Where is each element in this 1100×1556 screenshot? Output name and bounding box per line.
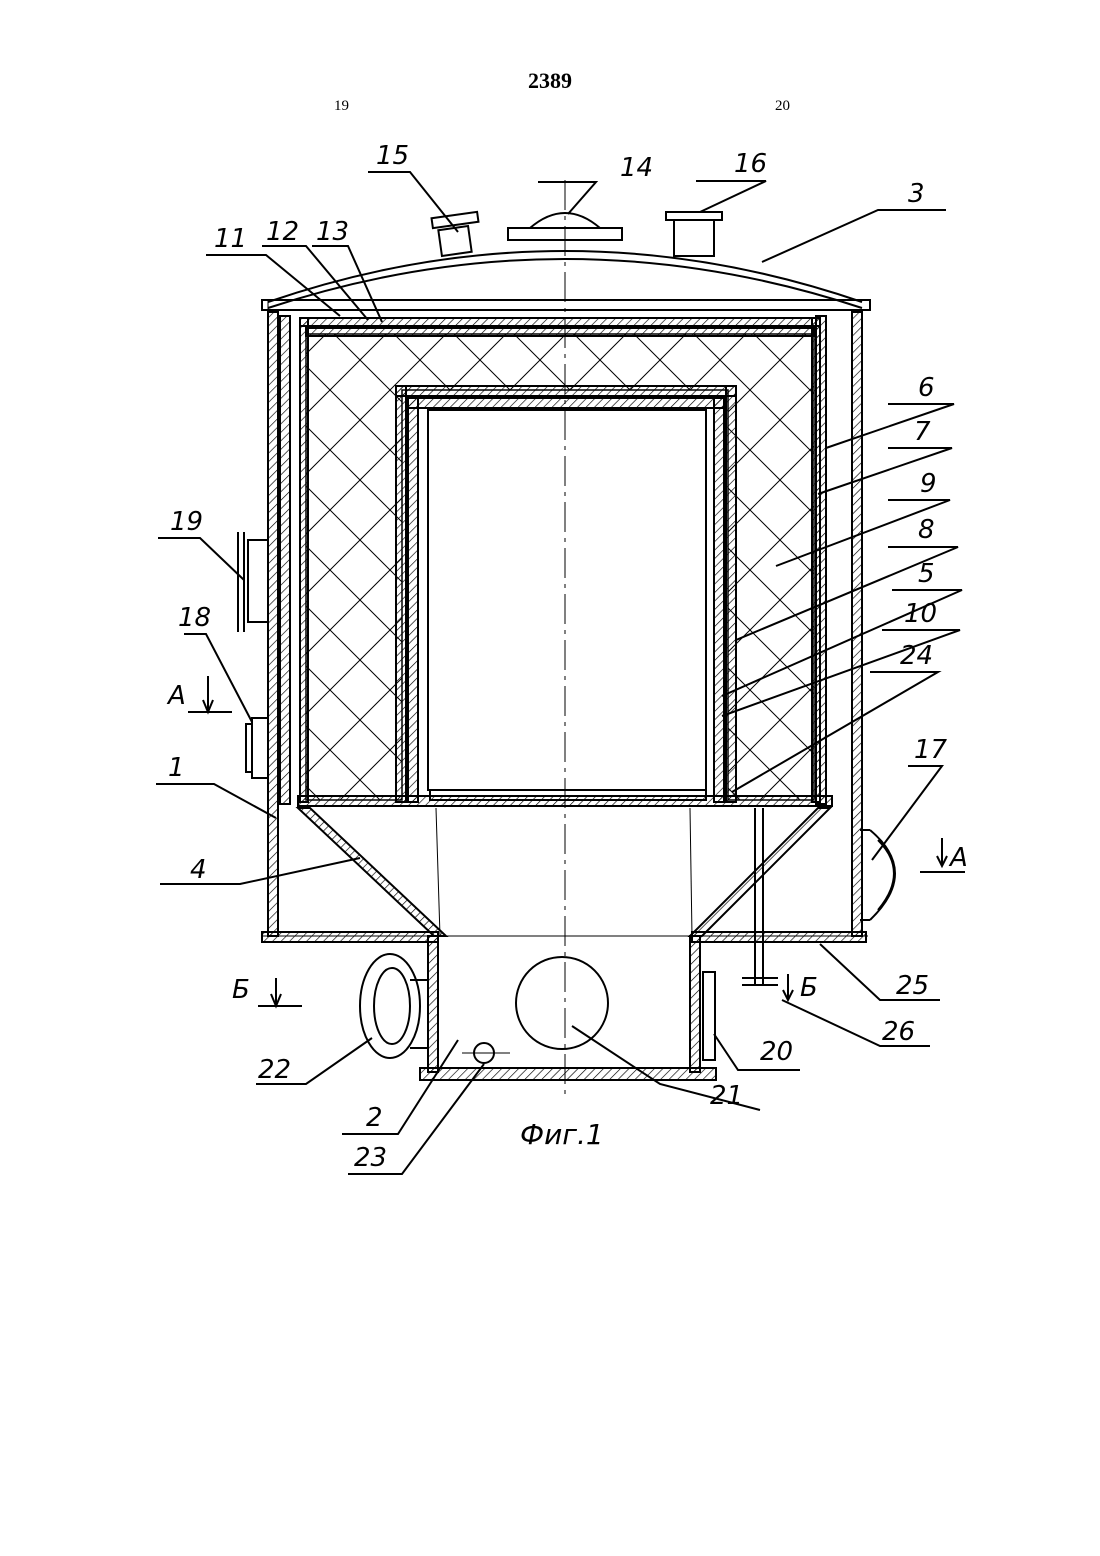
label-20: 20 [760, 1037, 793, 1067]
label-14: 14 [620, 153, 653, 183]
label-section-b-right: Б [800, 973, 818, 1003]
inner-chamber [396, 386, 736, 802]
label-5: 5 [918, 559, 935, 589]
inspection-door-21 [516, 957, 608, 1049]
label-23: 23 [354, 1143, 387, 1173]
label-12: 12 [266, 217, 299, 247]
label-11: 11 [214, 224, 247, 254]
label-6: 6 [918, 373, 935, 403]
hatch-17 [860, 830, 895, 920]
label-24: 24 [900, 641, 933, 671]
label-1: 1 [168, 753, 185, 783]
label-26: 26 [882, 1017, 915, 1047]
label-15: 15 [376, 141, 409, 171]
port-20 [703, 972, 715, 1060]
figure-caption: Фиг.1 [520, 1118, 604, 1151]
nozzle-18 [246, 718, 268, 778]
nozzle-19 [238, 532, 268, 632]
label-7: 7 [914, 417, 931, 447]
label-3: 3 [908, 179, 925, 209]
nozzle-15 [432, 212, 479, 256]
label-16: 16 [734, 149, 767, 179]
label-21: 21 [710, 1081, 743, 1111]
drain-pipe [742, 808, 778, 985]
label-13: 13 [316, 217, 349, 247]
label-section-a-left: А [166, 681, 186, 711]
label-2: 2 [366, 1103, 383, 1133]
section-b-marks [258, 974, 793, 1006]
label-25: 25 [896, 971, 929, 1001]
label-section-a-right: А [948, 843, 968, 873]
label-9: 9 [920, 469, 937, 499]
label-17: 17 [914, 735, 948, 765]
label-10: 10 [904, 599, 937, 629]
label-8: 8 [918, 515, 935, 545]
label-section-b-left: Б [232, 975, 250, 1005]
label-18: 18 [178, 603, 211, 633]
hatch-22 [360, 954, 428, 1058]
label-19: 19 [170, 507, 203, 537]
cone-bottom [298, 808, 830, 936]
bottom-floor [262, 932, 866, 942]
label-4: 4 [190, 855, 207, 885]
nozzle-16 [666, 212, 722, 256]
label-22: 22 [258, 1055, 291, 1085]
